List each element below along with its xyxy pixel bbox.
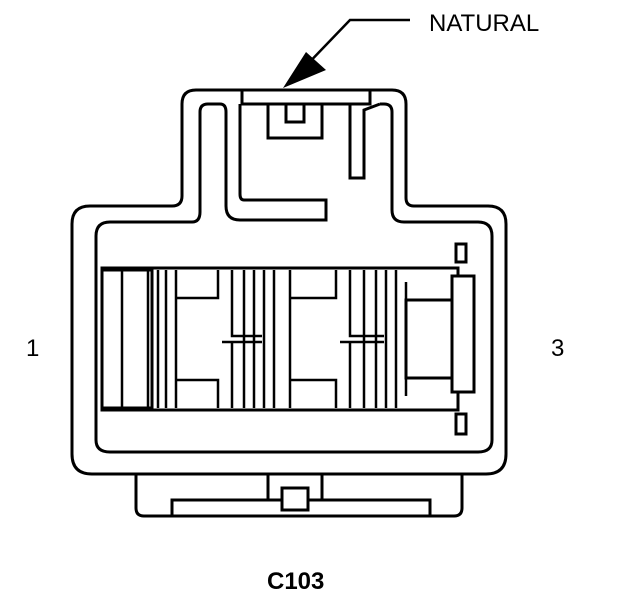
connector-id-label: C103 (267, 568, 325, 595)
callout-arrow (283, 18, 410, 88)
slot-upper (454, 242, 468, 264)
latch-tab (240, 90, 381, 180)
pin-1-label: 1 (26, 335, 40, 362)
connector-housing-inner (94, 102, 494, 454)
pin-3-label: 3 (551, 335, 565, 362)
slot-lower (454, 412, 468, 436)
bottom-lock-ridge (134, 474, 464, 518)
terminal-cavity (100, 266, 476, 412)
connector-housing-outer (70, 88, 508, 476)
color-callout-label: NATURAL (429, 10, 540, 37)
